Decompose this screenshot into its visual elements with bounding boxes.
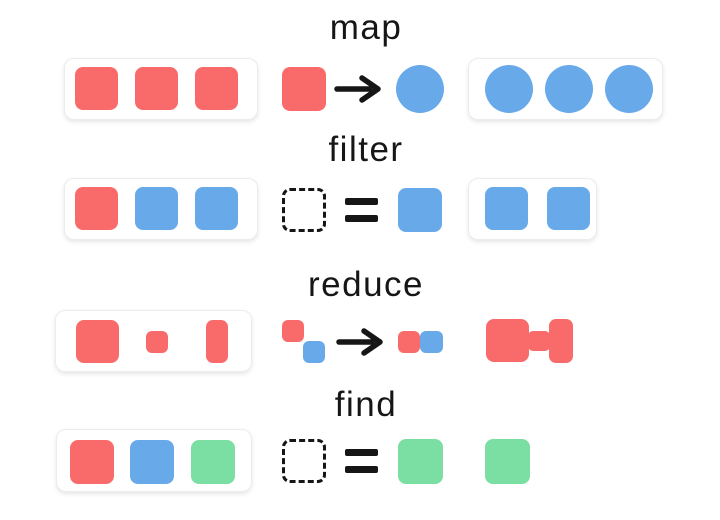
map-result-blue-circle — [396, 65, 444, 113]
blue-square — [130, 440, 174, 484]
blue-square — [195, 187, 238, 230]
title-find: find — [334, 385, 398, 424]
equals-icon — [345, 449, 378, 473]
red-square — [75, 67, 118, 110]
filter-input-card — [64, 178, 258, 240]
red-square — [135, 67, 178, 110]
red-square — [75, 187, 118, 230]
find-condition-green-square — [398, 439, 443, 484]
equals-icon — [345, 198, 378, 222]
title-map: map — [329, 8, 403, 47]
arrow-right-icon — [336, 328, 383, 356]
find-input-card — [56, 429, 252, 492]
blue-circle — [485, 65, 533, 113]
blue-square — [485, 187, 528, 230]
filter-condition-blue-square — [398, 188, 442, 232]
red-square-small — [528, 331, 550, 351]
reduce-result-blue-square — [420, 331, 443, 353]
map-output-card — [468, 58, 663, 120]
dashed-placeholder-square — [282, 439, 326, 483]
blue-square — [135, 187, 178, 230]
find-output-green-square — [485, 439, 530, 484]
reduce-result-red-square — [398, 331, 420, 353]
red-square-small — [146, 331, 168, 353]
dashed-placeholder-square — [282, 188, 326, 232]
red-square-large — [76, 320, 119, 363]
filter-output-card — [468, 178, 597, 240]
map-operand-red-square — [282, 67, 326, 111]
reduce-operand-red-square — [282, 320, 304, 342]
red-square-large — [486, 319, 529, 362]
map-input-card — [64, 58, 258, 120]
red-square — [70, 440, 114, 484]
arrow-right-icon — [334, 75, 381, 103]
reduce-operand-blue-square — [303, 341, 325, 363]
blue-circle — [545, 65, 593, 113]
green-square — [191, 440, 235, 484]
red-rect-tall — [206, 320, 228, 363]
reduce-input-card — [55, 310, 252, 372]
blue-circle — [605, 65, 653, 113]
title-filter: filter — [328, 130, 404, 169]
red-rect-tall — [549, 319, 573, 363]
red-square — [195, 67, 238, 110]
blue-square — [547, 187, 590, 230]
title-reduce: reduce — [307, 265, 425, 304]
